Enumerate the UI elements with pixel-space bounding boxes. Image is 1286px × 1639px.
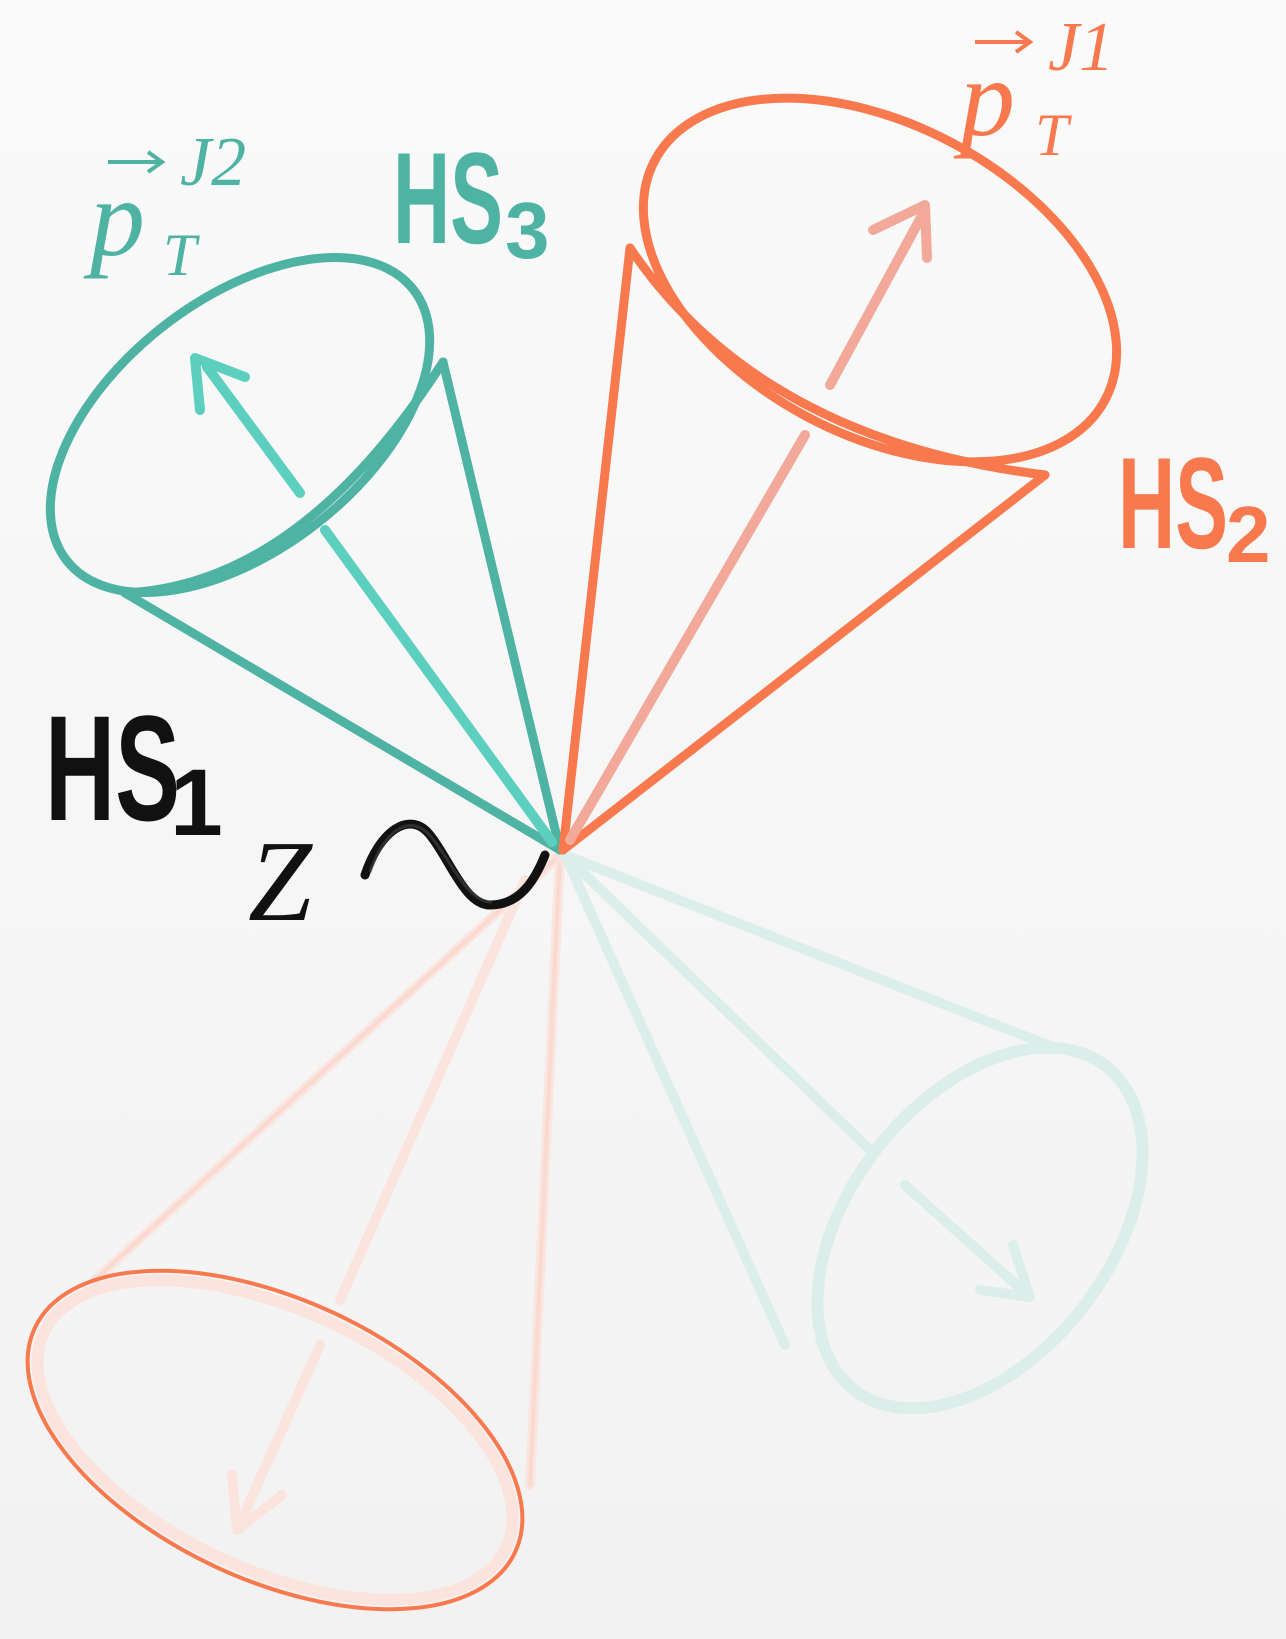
jet2-momentum-base: p xyxy=(83,157,145,279)
orange-cone-rim xyxy=(582,23,1178,536)
hs3-label-main: HS xyxy=(393,125,503,271)
hs3-label: HS 3 xyxy=(393,125,550,275)
hs1-label: HS 1 xyxy=(45,684,223,856)
teal-arrow-shaft-upper xyxy=(207,367,300,493)
jet1-momentum-sub: T xyxy=(1035,102,1072,168)
faint-orange-cone xyxy=(0,855,574,1639)
jet1-momentum-base: p xyxy=(953,37,1015,159)
jet2-momentum-sub: T xyxy=(163,222,200,288)
hs3-label-sub: 3 xyxy=(505,186,550,275)
faint-teal-arrow-shaft xyxy=(570,860,870,1150)
jet1-momentum-label: p T J1 xyxy=(953,9,1114,168)
hs1-label-main: HS xyxy=(45,684,180,852)
orange-cone-edge-right xyxy=(563,475,1045,850)
orange-jet-cone xyxy=(563,23,1178,850)
jet2-momentum-sup: J2 xyxy=(180,124,246,201)
hs2-label-sub: 2 xyxy=(1226,490,1271,579)
faint-teal-cone-rim xyxy=(751,986,1208,1469)
hs2-label: HS 2 xyxy=(1118,430,1271,579)
orange-arrow-shaft-upper xyxy=(830,210,925,385)
jet2-momentum-label: p T J2 xyxy=(83,124,246,288)
faint-teal-cone xyxy=(565,855,1209,1470)
hs2-label-main: HS xyxy=(1118,430,1228,576)
jet1-momentum-sup: J1 xyxy=(1048,9,1114,86)
z-boson-label: Z xyxy=(248,818,313,945)
faint-orange-arrow-shaft xyxy=(340,880,525,1300)
z-boson-propagator xyxy=(365,824,545,905)
hs1-label-sub: 1 xyxy=(170,750,223,856)
